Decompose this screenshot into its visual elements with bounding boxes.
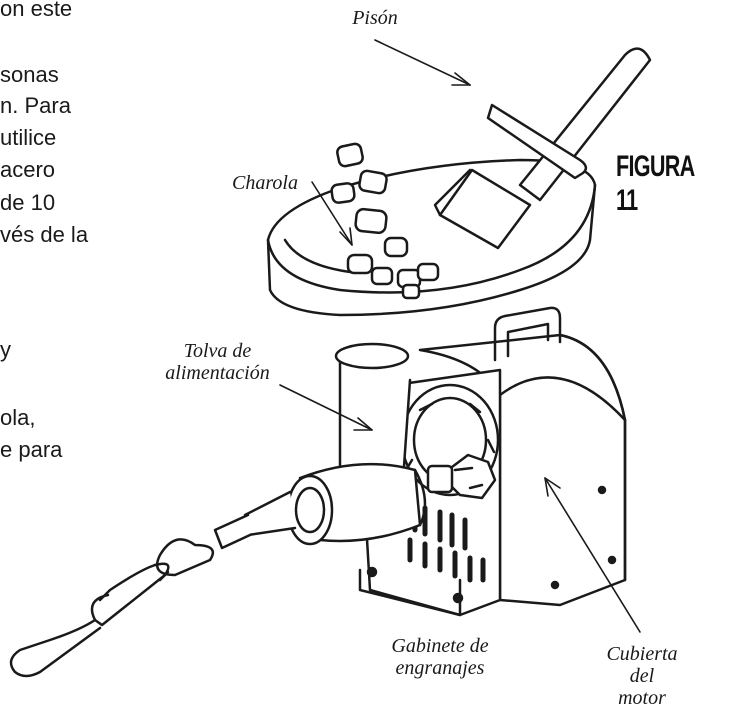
label-motor-cover-line-3: motor xyxy=(618,687,666,709)
body-text-line: y xyxy=(0,337,11,362)
locking-knob xyxy=(426,453,497,500)
label-feed-tube-line-1: Tolva de xyxy=(183,340,252,362)
carry-handle xyxy=(493,306,562,362)
body-text-line: utilice xyxy=(0,125,57,150)
label-gear-housing: Gabinete de engranajes xyxy=(375,635,505,679)
carry-handle-inner xyxy=(506,322,550,358)
grinder-head xyxy=(286,462,427,546)
sausage-links xyxy=(9,538,215,678)
arrow-tamper xyxy=(374,39,471,86)
motor-cover xyxy=(418,333,627,607)
arrow-tray xyxy=(311,181,353,246)
body-text-line: on este xyxy=(0,0,73,21)
body-text-line: vés de la xyxy=(0,222,89,247)
label-tray: Charola xyxy=(232,172,298,194)
body-text-line: n. Para xyxy=(0,93,71,118)
label-feed-tube: Tolva de alimentación xyxy=(150,340,285,384)
body-text-line: acero xyxy=(0,157,56,182)
arrow-feed-tube xyxy=(279,384,373,431)
label-motor-cover-line-2: del xyxy=(629,665,655,687)
label-motor-cover-line-1: Cubierta xyxy=(606,643,678,665)
label-gear-housing-line-1: Gabinete de xyxy=(391,635,489,657)
body-text-line: ola, xyxy=(0,405,36,430)
feed-tube xyxy=(334,342,412,497)
body-text-line: e para xyxy=(0,437,63,462)
leader-arrows xyxy=(279,39,641,633)
stuffing-tube xyxy=(213,490,297,550)
arrow-motor-cover xyxy=(544,477,641,633)
label-feed-tube-line-2: alimentación xyxy=(165,362,270,384)
tamper xyxy=(433,47,652,250)
body-text-line: de 10 xyxy=(0,190,56,215)
food-pieces xyxy=(330,142,440,300)
label-motor-cover: Cubierta del motor xyxy=(592,643,692,709)
label-tamper: Pisón xyxy=(352,7,398,29)
body-text-line: sonas xyxy=(0,62,59,87)
label-gear-housing-line-2: engranajes xyxy=(395,657,485,679)
figure-title: FIGURA 11 xyxy=(616,150,694,217)
